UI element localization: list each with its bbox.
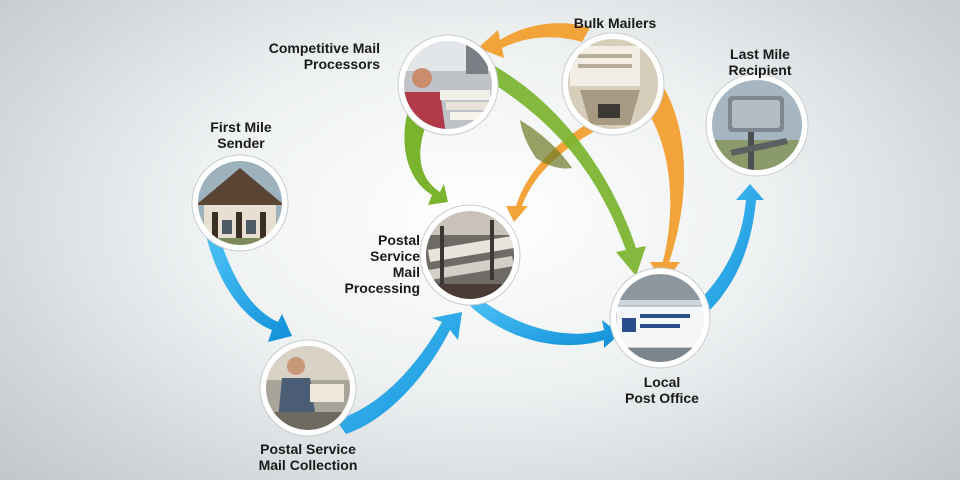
bulk-mail-machine-icon xyxy=(566,37,660,131)
mail-worker-icon xyxy=(402,39,494,131)
node-first-mile-sender xyxy=(191,154,289,252)
node-bulk-mailers xyxy=(561,32,665,136)
label-last-mile-recipient: Last Mile Recipient xyxy=(728,46,792,78)
label-mail-collection: Postal Service Mail Collection xyxy=(258,441,358,473)
node-local-post-office xyxy=(609,267,711,369)
node-last-mile-recipient xyxy=(705,73,809,177)
arrow-post-office-to-last-mile xyxy=(700,184,764,312)
label-local-post-office: Local Post Office xyxy=(625,374,699,406)
arrow-processing-to-post-office xyxy=(468,296,620,348)
label-first-mile-sender: First Mile Sender xyxy=(210,119,272,151)
arrow-competitive-to-post-office xyxy=(470,60,646,276)
arrow-bulk-to-competitive xyxy=(478,23,590,58)
label-mail-processing: Postal Service Mail Processing xyxy=(344,232,420,296)
label-bulk-mailers: Bulk Mailers xyxy=(573,15,657,31)
sorting-machine-icon xyxy=(424,209,516,301)
node-mail-collection xyxy=(259,339,357,437)
mail-carrier-icon xyxy=(264,344,352,432)
label-competitive-processors: Competitive Mail Processors xyxy=(268,40,380,72)
arrow-collection-to-processing xyxy=(336,312,462,434)
node-competitive-processors xyxy=(397,34,499,136)
node-mail-processing xyxy=(419,204,521,306)
arrow-competitive-to-processing xyxy=(404,110,448,205)
arrow-overlap xyxy=(520,120,572,169)
